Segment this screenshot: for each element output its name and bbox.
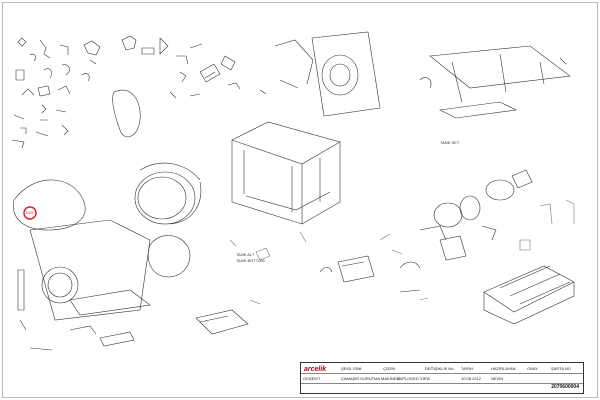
rear-panel: [274, 31, 381, 117]
front-panel: [29, 219, 151, 321]
header-cell: ONAY: [527, 366, 539, 371]
header-cell: DEĞİŞİKLİK No: [425, 366, 454, 371]
note-tank-alt: TANK ALT: [236, 252, 255, 257]
wire-loop: [112, 89, 141, 138]
title-block-value-row: ODŞEKİT ÇAMAŞIR KURUTMA MAKİNESİ EXPLODE…: [301, 373, 583, 384]
cabinet-frame: [231, 121, 341, 225]
condenser-base: [483, 265, 575, 325]
motor-assembly: [419, 169, 533, 241]
note-tank-set: TANK SET: [440, 140, 460, 145]
header-cell: ŞEKİL İSMİ: [341, 366, 362, 371]
title-block: arcelik ŞEKİL İSMİ ÇİZEN DEĞİŞİKLİK No T…: [300, 362, 584, 394]
value-cell: NEVİN: [491, 376, 504, 381]
water-tank-assembly: [419, 45, 571, 119]
top-cover-left: [13, 179, 86, 231]
highlight-marker: [23, 206, 37, 220]
door-ring: [134, 162, 202, 225]
pump-parts: [319, 235, 467, 293]
part-group-top-center: [121, 35, 267, 99]
brand-logo: arcelik: [304, 366, 327, 373]
header-cell: ŞARTA NO: [551, 366, 571, 371]
part-group-top-left: [11, 37, 101, 149]
highlight-label: D25: [26, 210, 34, 215]
value-cell: ÇAMAŞIR KURUTMA MAKİNESİ: [341, 376, 401, 381]
header-cell: HAZIRLAYAN: [491, 366, 516, 371]
door-seal: [148, 235, 191, 278]
part-group-bottom-left: [17, 269, 135, 351]
value-cell: 10.08.2012: [461, 376, 482, 381]
title-block-header-row: ŞEKİL İSMİ ÇİZEN DEĞİŞİKLİK No TARİH HAZ…: [301, 363, 583, 374]
header-cell: TARİH: [461, 366, 473, 371]
filter-drawer: [195, 309, 249, 335]
value-cell: ODŞEKİT: [303, 376, 321, 381]
value-cell: EXPLODED VIEW: [397, 376, 431, 381]
header-cell: ÇİZEN: [383, 366, 395, 371]
document-number: 2070600004: [551, 384, 579, 390]
small-hardware: [229, 199, 575, 305]
note-tank-bottom: TANK BOTTOM: [236, 258, 265, 263]
